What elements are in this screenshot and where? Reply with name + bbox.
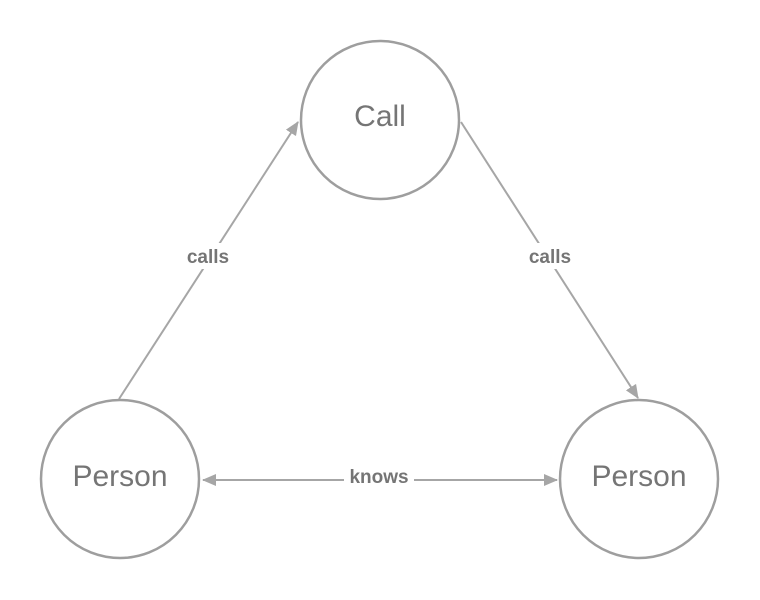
- edge-right-calls-label-bg: [524, 243, 576, 269]
- node-person-right[interactable]: Person: [558, 398, 720, 560]
- edge-knows-label: knows: [349, 467, 408, 488]
- edge-left-calls-label-bg: [182, 243, 234, 269]
- edge-left-calls[interactable]: calls: [118, 121, 299, 400]
- edge-left-calls-label: calls: [187, 247, 229, 268]
- node-call-label: Call: [354, 100, 406, 133]
- node-person-left[interactable]: Person: [39, 398, 201, 560]
- node-call-circle[interactable]: [299, 39, 461, 201]
- edge-knows[interactable]: knows: [202, 466, 558, 492]
- edge-knows-label-bg: [344, 466, 414, 492]
- edge-right-calls[interactable]: calls: [460, 121, 639, 399]
- node-person-right-circle[interactable]: [558, 398, 720, 560]
- node-call[interactable]: Call: [299, 39, 461, 201]
- node-person-left-label: Person: [72, 460, 167, 493]
- edge-right-calls-label: calls: [529, 247, 571, 268]
- node-person-right-label: Person: [591, 460, 686, 493]
- node-person-left-circle[interactable]: [39, 398, 201, 560]
